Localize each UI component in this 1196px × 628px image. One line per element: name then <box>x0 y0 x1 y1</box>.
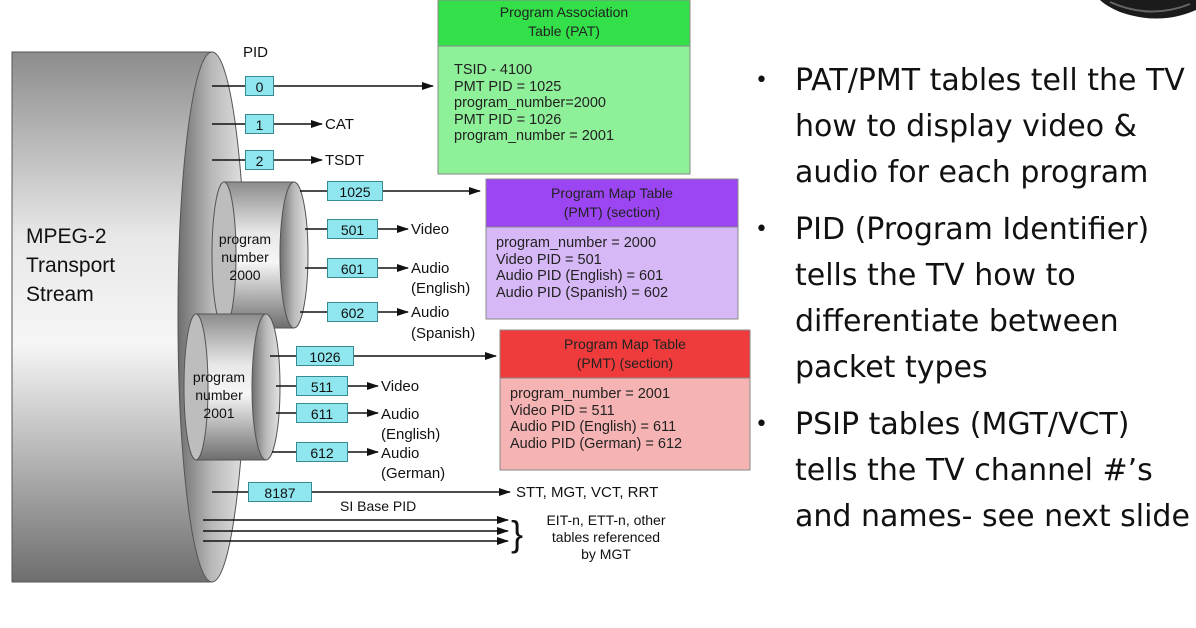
pid-box-601: 601 <box>327 258 378 278</box>
pid-box-1: 1 <box>245 114 274 134</box>
eit-line: EIT-n, ETT-n, other <box>546 512 666 528</box>
pid-box-1025: 1025 <box>327 181 383 201</box>
pmt2-body-bg <box>499 377 751 471</box>
pmt2-header-bg <box>499 329 751 379</box>
cyl-label-line: 2000 <box>229 267 261 283</box>
audio-label-3: Audio <box>381 406 420 423</box>
pid-box-0: 0 <box>245 76 274 96</box>
program-2000-cylinder <box>211 181 309 329</box>
cyl-label-line: number <box>221 249 269 265</box>
pmt1-row: Audio PID (Spanish) = 602 <box>496 284 669 301</box>
corner-logo <box>1100 0 1196 19</box>
pmt1-row: Audio PID (English) = 601 <box>496 268 664 285</box>
pmt2-row: Video PID = 511 <box>510 402 615 419</box>
bullet-dot: • <box>755 412 768 437</box>
program-2001-cylinder <box>183 313 281 461</box>
pid-box-612: 612 <box>296 442 348 462</box>
cyl-label-line: number <box>195 387 243 403</box>
tsdt-label: TSDT <box>325 152 365 169</box>
pid-box-8187: 8187 <box>248 482 312 502</box>
pmt2-body: program_number = 2001 Video PID = 511 Au… <box>500 380 750 452</box>
audio-label-2: Audio <box>411 304 450 321</box>
bullet-dot: • <box>755 68 768 93</box>
eit-line: by MGT <box>581 546 631 562</box>
pmt2-title: Program Map Table (PMT) (section) <box>500 335 750 373</box>
pat-row: TSID - 4100 <box>454 62 533 78</box>
pid-header: PID <box>243 44 269 61</box>
program-2001-label: program number 2001 <box>184 368 254 422</box>
stream-label-line: Stream <box>26 283 94 306</box>
pat-body-bg <box>437 45 691 175</box>
bullet-list: • PAT/PMT tables tell the TV how to displ… <box>755 58 1195 551</box>
pid-box-2: 2 <box>245 150 274 170</box>
cyl-label-line: program <box>192 369 246 385</box>
pid-box-602: 602 <box>327 302 378 322</box>
pmt2-row: Audio PID (English) = 611 <box>510 419 677 436</box>
stream-label: MPEG-2 Transport Stream <box>26 222 115 309</box>
pmt1-title-line: Program Map Table <box>551 185 673 201</box>
video-label-2: Video <box>381 378 420 395</box>
bullet-text: PID (Program Identifier) tells the TV ho… <box>795 212 1150 385</box>
bullet-text: PSIP tables (MGT/VCT) tells the TV chann… <box>795 407 1190 534</box>
pat-row: program_number=2000 <box>454 95 606 112</box>
video-label-1: Video <box>411 221 450 238</box>
pmt1-body-bg <box>485 226 739 320</box>
transport-stream-diagram: } <box>11 0 751 583</box>
bullet-item: • PID (Program Identifier) tells the TV h… <box>755 207 1195 391</box>
brace: } <box>511 513 523 554</box>
pid-box-511: 511 <box>296 376 348 396</box>
stream-label-line: Transport <box>26 254 116 277</box>
audio-label-4: Audio <box>381 445 420 462</box>
program-2000-label: program number 2000 <box>210 230 280 284</box>
pat-title: Program Association Table (PAT) <box>438 3 690 41</box>
english-label-1: (English) <box>411 280 471 297</box>
pmt2-row: Audio PID (German) = 612 <box>510 435 683 452</box>
english-label-2: (English) <box>381 426 441 443</box>
si-base-label: SI Base PID <box>340 498 417 514</box>
bullet-item: • PAT/PMT tables tell the TV how to displ… <box>755 58 1195 196</box>
pmt1-header-bg <box>485 178 739 228</box>
cyl-label-line: 2001 <box>203 405 235 421</box>
german-label: (German) <box>381 465 446 482</box>
pat-body: TSID - 4100 PMT PID = 1025 program_numbe… <box>438 56 690 145</box>
pat-header-bg <box>437 0 691 47</box>
pat-row: PMT PID = 1026 <box>454 111 562 128</box>
pmt1-title-line: (PMT) (section) <box>563 204 661 220</box>
pmt1-row: program_number = 2000 <box>496 235 657 251</box>
pid-box-611: 611 <box>296 403 348 423</box>
pmt1-body: program_number = 2000 Video PID = 501 Au… <box>486 229 738 301</box>
bullet-item: • PSIP tables (MGT/VCT) tells the TV chan… <box>755 402 1195 540</box>
pmt2-row: program_number = 2001 <box>510 386 671 402</box>
bullet-dot: • <box>755 217 768 242</box>
pmt1-row: Video PID = 501 <box>496 251 602 268</box>
eit-label: EIT-n, ETT-n, other tables referenced by… <box>530 512 682 563</box>
pid-box-501: 501 <box>327 219 378 239</box>
pat-title-line: Table (PAT) <box>528 23 600 39</box>
cat-label: CAT <box>325 116 354 133</box>
connector-lines <box>203 82 511 545</box>
pmt1-title: Program Map Table (PMT) (section) <box>486 184 738 222</box>
pat-title-line: Program Association <box>499 4 629 20</box>
cyl-label-line: program <box>218 231 272 247</box>
pat-row: PMT PID = 1025 <box>454 78 562 95</box>
spanish-label: (Spanish) <box>411 325 476 342</box>
pid-box-1026: 1026 <box>296 346 354 366</box>
psip-label: STT, MGT, VCT, RRT <box>516 484 659 501</box>
pmt2-title-line: (PMT) (section) <box>576 355 674 371</box>
eit-line: tables referenced <box>551 529 661 545</box>
audio-label-1: Audio <box>411 260 450 277</box>
stream-label-line: MPEG-2 <box>26 225 107 248</box>
pat-row: program_number = 2001 <box>454 128 615 145</box>
pmt2-title-line: Program Map Table <box>564 336 686 352</box>
bullet-text: PAT/PMT tables tell the TV how to displa… <box>795 63 1185 190</box>
